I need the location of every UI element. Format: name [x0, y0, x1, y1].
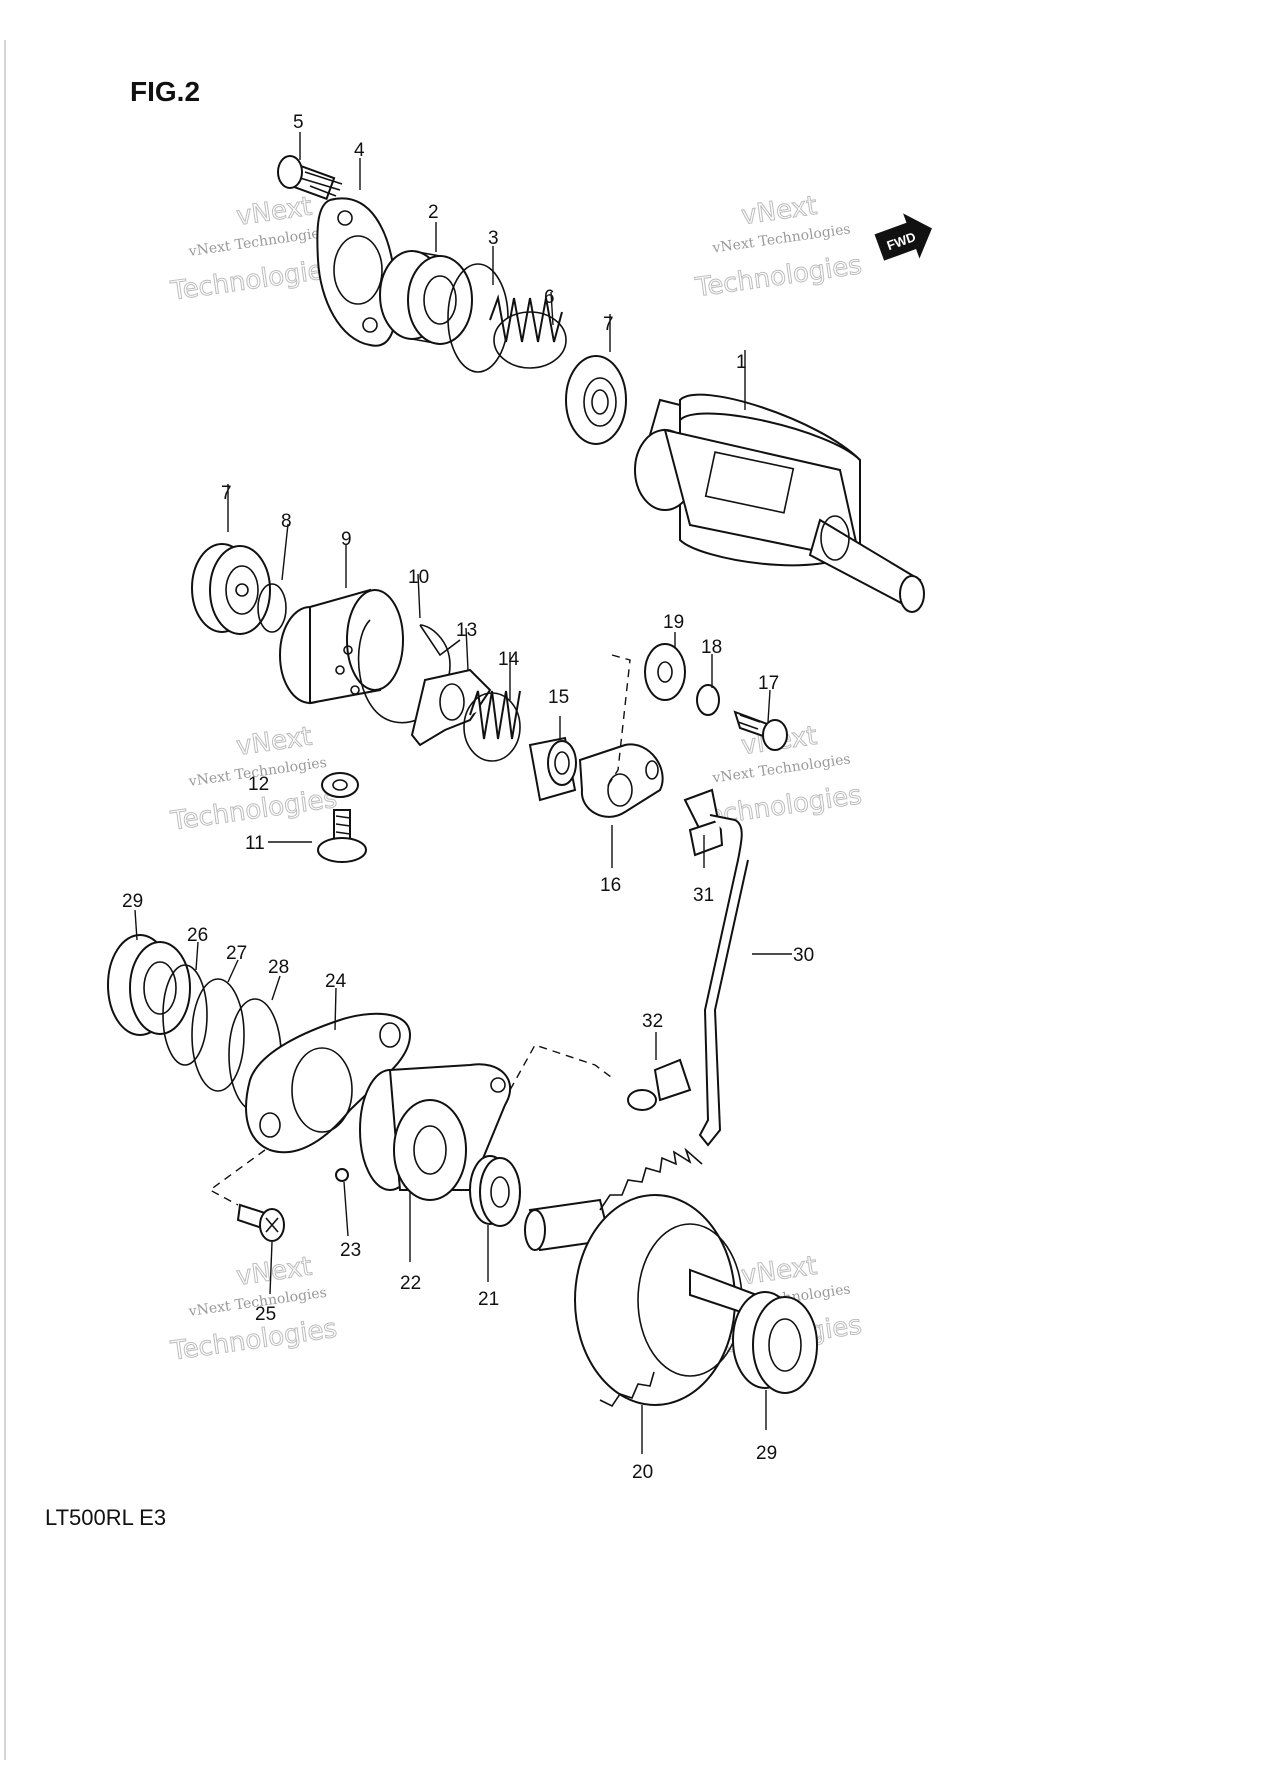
- part-21-washer: [469, 1155, 521, 1227]
- part-23-ball: [335, 1168, 349, 1182]
- callout-28: 28: [268, 957, 289, 978]
- watermark-logo: vNext: [234, 1252, 313, 1292]
- watermark: vNext vNext Technologies Technologies: [693, 190, 865, 303]
- part-11-bolt: [317, 809, 367, 863]
- assembly-link-line: [208, 1149, 266, 1206]
- part-27-ring: [191, 978, 245, 1092]
- part-16-plate: [578, 743, 664, 818]
- callout-26: 26: [187, 925, 208, 946]
- assembly-link-line: [509, 1044, 616, 1091]
- watermark-text: vNext Technologies: [187, 225, 328, 260]
- part-8-oring: [257, 583, 287, 633]
- callout-2: 2: [428, 202, 439, 223]
- watermark-logo: vNext: [234, 722, 313, 762]
- callout-5: 5: [293, 112, 304, 133]
- part-7-bearing-upper: [565, 355, 627, 445]
- part-5-bolt: [277, 155, 343, 201]
- callouts: 5 4 2 3 6 7 1 7 8 9 10 13 14 15 19 18 17…: [122, 112, 814, 1483]
- callout-7-lower: 7: [221, 483, 232, 504]
- part-4-gasket: [316, 197, 398, 347]
- part-9-guide: [279, 588, 404, 705]
- callout-9: 9: [341, 529, 352, 550]
- assembly-link-line: [604, 654, 631, 791]
- callout-14: 14: [498, 649, 520, 670]
- callout-1: 1: [736, 352, 747, 373]
- callout-30: 30: [793, 945, 814, 966]
- callout-10: 10: [408, 567, 429, 588]
- part-29-bearing-right: [732, 1291, 818, 1394]
- part-26-ring: [162, 964, 208, 1066]
- watermark-logo-sub: Technologies: [168, 1314, 339, 1367]
- callout-23: 23: [340, 1240, 361, 1261]
- callout-8: 8: [281, 511, 292, 532]
- part-12-washer: [321, 772, 359, 798]
- callout-6: 6: [544, 287, 555, 308]
- part-14-spring: [463, 690, 521, 762]
- watermark: vNext vNext Technologies Technologies: [168, 1251, 340, 1367]
- callout-18: 18: [701, 637, 722, 658]
- part-30-rod: [698, 814, 749, 1147]
- watermark-logo: vNext: [234, 192, 313, 232]
- part-32-clip: [627, 1058, 692, 1111]
- watermark: vNext vNext Technologies Technologies: [168, 191, 340, 307]
- callout-32: 32: [642, 1011, 663, 1032]
- callout-12: 12: [248, 774, 269, 795]
- figure-title: FIG.2: [130, 76, 200, 107]
- part-22-housing: [359, 1063, 511, 1201]
- watermark-text: vNext Technologies: [711, 221, 852, 256]
- part-13-stopper: [410, 668, 492, 747]
- part-19-washer: [644, 643, 686, 701]
- callout-29-right: 29: [756, 1443, 777, 1464]
- leader-lines: [134, 132, 792, 1454]
- callout-16: 16: [600, 875, 621, 896]
- part-18-lock-washer: [696, 684, 720, 716]
- callout-4: 4: [354, 140, 365, 161]
- part-2-cap: [379, 250, 473, 345]
- part-15-collar: [528, 736, 577, 802]
- watermark-logo: vNext: [739, 1251, 818, 1291]
- callout-19: 19: [663, 612, 684, 633]
- callout-17: 17: [758, 673, 779, 694]
- callout-7-upper: 7: [603, 314, 614, 335]
- callout-29-left: 29: [122, 891, 143, 912]
- callout-15: 15: [548, 687, 569, 708]
- part-17-bolt: [733, 710, 788, 751]
- part-6-spring: [489, 294, 567, 369]
- part-1-drum-shaft: [634, 393, 925, 613]
- callout-13: 13: [456, 620, 477, 641]
- model-label: LT500RL E3: [45, 1505, 166, 1530]
- part-29-bearing-left: [107, 934, 191, 1036]
- watermark-logo: vNext: [739, 191, 818, 231]
- fwd-arrow-icon: FWD: [874, 213, 932, 261]
- callout-31: 31: [693, 885, 714, 906]
- watermark-logo-sub: Technologies: [693, 250, 864, 303]
- callout-11: 11: [245, 833, 265, 854]
- callout-25: 25: [255, 1304, 276, 1325]
- part-7-bearing-lower: [191, 543, 271, 635]
- part-25-screw: [236, 1203, 285, 1242]
- callout-27: 27: [226, 943, 247, 964]
- part-20-gear: [524, 1147, 772, 1408]
- callout-22: 22: [400, 1273, 421, 1294]
- watermark-logo-sub: Technologies: [168, 254, 339, 307]
- callout-21: 21: [478, 1289, 499, 1310]
- callout-3: 3: [488, 228, 499, 249]
- callout-24: 24: [325, 971, 347, 992]
- watermark-text: vNext Technologies: [711, 751, 852, 786]
- callout-20: 20: [632, 1462, 653, 1483]
